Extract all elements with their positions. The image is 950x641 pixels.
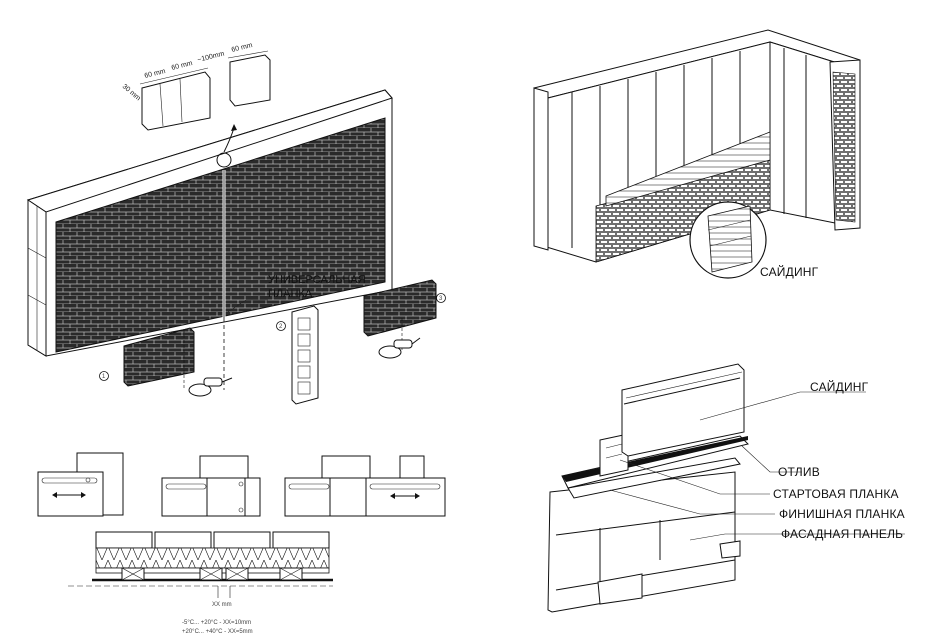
panel-b-corner-wall: САЙДИНГ <box>533 29 861 279</box>
dim-label-1: 60 mm <box>144 68 167 80</box>
detail1-front <box>37 471 104 517</box>
label-starter-strip: СТАРТОВАЯ ПЛАНКА <box>773 487 899 501</box>
siding-panel <box>621 363 745 457</box>
temp-rule-2: +20°C... +40°C - XX=5mm <box>182 629 253 635</box>
wall-section <box>68 531 333 598</box>
gap-label: XX mm <box>212 602 232 608</box>
brick-panel-piece-1 <box>123 327 195 387</box>
step-number-2: 2 <box>279 324 283 330</box>
temp-rule-1: -5°C... +20°C - XX=10mm <box>182 620 251 626</box>
angle-grinder-icon <box>188 377 233 397</box>
panel-c-gap-details: XX mm -5°C... +20°C - XX=10mm +20°C... +… <box>37 452 446 635</box>
universal-strip-piece <box>291 305 319 405</box>
label-finish-strip: ФИНИШНАЯ ПЛАНКА <box>779 507 905 521</box>
label-universal-line1: УНИВЕРСАЛЬНАЯ <box>268 274 366 286</box>
dim-label-2: 60 mm <box>171 60 194 72</box>
dimension-detail: 60 mm 60 mm ~100mm 60 mm 30 mm <box>121 42 271 131</box>
finish-strip <box>567 457 741 499</box>
step-number-3: 3 <box>439 296 443 302</box>
angle-grinder-icon-2 <box>378 337 421 359</box>
label-facade-panel: ФАСАДНАЯ ПАНЕЛЬ <box>781 527 903 541</box>
brick-panel-piece-3 <box>363 279 437 337</box>
brick-facade <box>55 117 386 353</box>
label-siding-d: САЙДИНГ <box>810 379 869 394</box>
detail2-panel <box>206 477 246 517</box>
dim-label-4: 60 mm <box>231 42 254 54</box>
panel-d-assembly: САЙДИНГ ОТЛИВ СТАРТОВАЯ ПЛАНКА ФИНИШНАЯ … <box>547 363 905 613</box>
detail-circle <box>216 152 232 168</box>
step-marker-2 <box>276 321 286 331</box>
siding-rows <box>605 131 771 207</box>
label-universal-line2: ПЛАНКА <box>268 288 313 300</box>
label-drip: ОТЛИВ <box>778 465 820 479</box>
panel-a-brick-wall: 60 mm 60 mm ~100mm 60 mm 30 mm УНИВЕРСАЛ… <box>26 42 446 405</box>
facade-panel-base <box>547 471 736 613</box>
dim-label-thickness: 30 mm <box>121 83 142 102</box>
step-number-1: 1 <box>102 374 106 380</box>
dim-label-3: ~100mm <box>197 50 225 63</box>
step-marker-3 <box>436 293 446 303</box>
step-marker-1 <box>99 371 109 381</box>
label-siding-b: САЙДИНГ <box>760 264 819 279</box>
